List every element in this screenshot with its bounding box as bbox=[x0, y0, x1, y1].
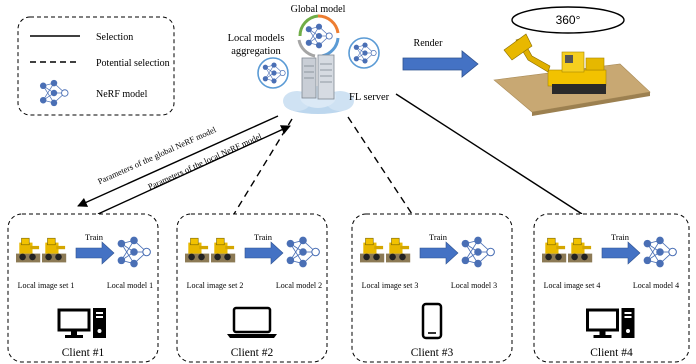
client4-connection bbox=[395, 93, 583, 215]
aggregation-label-line2: aggregation bbox=[231, 46, 281, 57]
client-name-label: Client #4 bbox=[590, 347, 633, 359]
lego-loader-image bbox=[493, 33, 651, 116]
render-arrow-shape bbox=[402, 50, 479, 78]
local-model-label: Local model 1 bbox=[107, 281, 153, 290]
global-params-arrow bbox=[77, 115, 279, 207]
local-image-set-label: Local image set 1 bbox=[18, 281, 75, 290]
legend: Selection Potential selection NeRF model bbox=[17, 16, 175, 116]
train-label: Train bbox=[429, 232, 448, 242]
local-model-label: Local model 2 bbox=[276, 281, 322, 290]
desktop-computer-icon bbox=[586, 308, 635, 338]
local-params-arrow bbox=[97, 125, 291, 215]
global-model-label: Global model bbox=[291, 4, 346, 15]
local-model-label: Local model 4 bbox=[633, 281, 679, 290]
fl-server-label: FL server bbox=[349, 92, 390, 103]
laptop-icon bbox=[227, 306, 277, 338]
client2-connection bbox=[233, 118, 293, 215]
local-image-set-label: Local image set 3 bbox=[362, 281, 419, 290]
desktop-computer-icon bbox=[57, 308, 106, 338]
rendered-scene: 360° bbox=[493, 6, 651, 116]
aggregation-label-line1: Local models bbox=[228, 33, 285, 44]
client-name-label: Client #2 bbox=[231, 347, 274, 359]
view-ellipse bbox=[511, 6, 625, 34]
render-arrow: Render bbox=[402, 38, 479, 78]
global-nerf-model-icon bbox=[305, 23, 333, 49]
train-arrow bbox=[419, 241, 459, 265]
legend-nerf-model-label: NeRF model bbox=[96, 89, 148, 100]
train-label: Train bbox=[611, 232, 630, 242]
global-model-ring bbox=[297, 14, 340, 58]
client3-connection bbox=[347, 116, 413, 215]
local-image-set-label: Local image set 4 bbox=[544, 281, 601, 290]
local-model-label: Local model 3 bbox=[451, 281, 497, 290]
train-arrow bbox=[244, 241, 284, 265]
client-name-label: Client #1 bbox=[62, 347, 105, 359]
server-icon bbox=[301, 54, 335, 100]
train-label: Train bbox=[85, 232, 104, 242]
local-image-set-label: Local image set 2 bbox=[187, 281, 244, 290]
legend-potential-selection-label: Potential selection bbox=[96, 58, 170, 69]
parameter-arrows: Parameters of the global NeRF model Para… bbox=[77, 115, 291, 215]
view-360-label: 360° bbox=[556, 13, 581, 27]
legend-box bbox=[17, 16, 175, 116]
client-name-label: Client #3 bbox=[411, 347, 454, 359]
train-arrow bbox=[601, 241, 641, 265]
smartphone-icon bbox=[421, 302, 443, 340]
local-params-label: Parameters of the local NeRF model bbox=[146, 131, 263, 192]
train-label: Train bbox=[254, 232, 273, 242]
legend-selection-label: Selection bbox=[96, 32, 133, 43]
train-arrow bbox=[75, 241, 115, 265]
fl-server: Global model Local models aggregation bbox=[228, 4, 390, 114]
render-label: Render bbox=[414, 38, 444, 49]
